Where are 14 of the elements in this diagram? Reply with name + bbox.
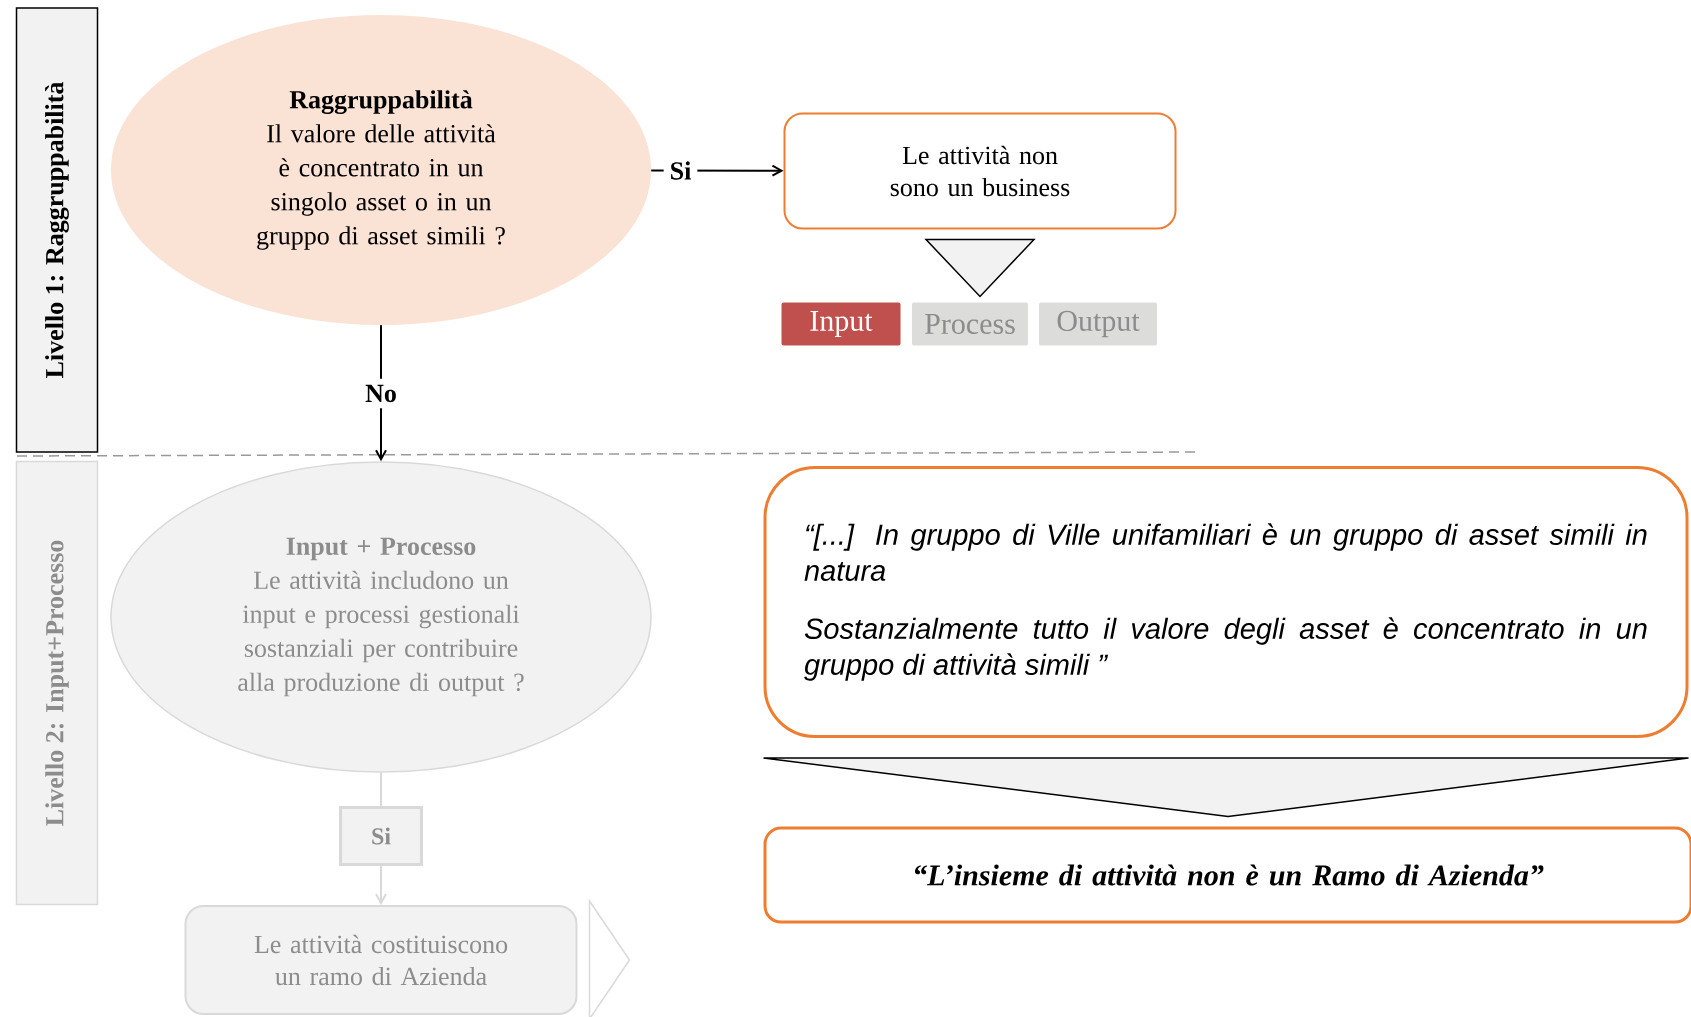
level-band: Livello 1: Raggruppabilità bbox=[15, 7, 99, 453]
answer-box: Si bbox=[339, 806, 423, 866]
level-band: Livello 2: Input+Processo bbox=[15, 460, 99, 906]
input-tab: Input bbox=[779, 300, 903, 348]
arrow bbox=[375, 865, 387, 905]
output-tab: Output bbox=[1037, 300, 1159, 348]
process-tab: Process bbox=[910, 300, 1030, 348]
quote-box: “[...] In gruppo di Ville unifamiliari è un gruppo di asset simili in natura Sostanzialmente tutto il valore degli asset è concentrato in un gruppo di attività simili ” bbox=[763, 466, 1689, 738]
result-box: Le attività non sono un business bbox=[783, 112, 1177, 230]
result-box: Le attività costituiscono un ramo di Azienda bbox=[184, 905, 578, 1015]
edge-label: No bbox=[359, 378, 403, 409]
chevron-arrow bbox=[762, 757, 1690, 818]
edge-label: Si bbox=[663, 155, 698, 186]
conclusion-box: “L’insieme di attività non è un Ramo di Azienda” bbox=[763, 826, 1691, 924]
